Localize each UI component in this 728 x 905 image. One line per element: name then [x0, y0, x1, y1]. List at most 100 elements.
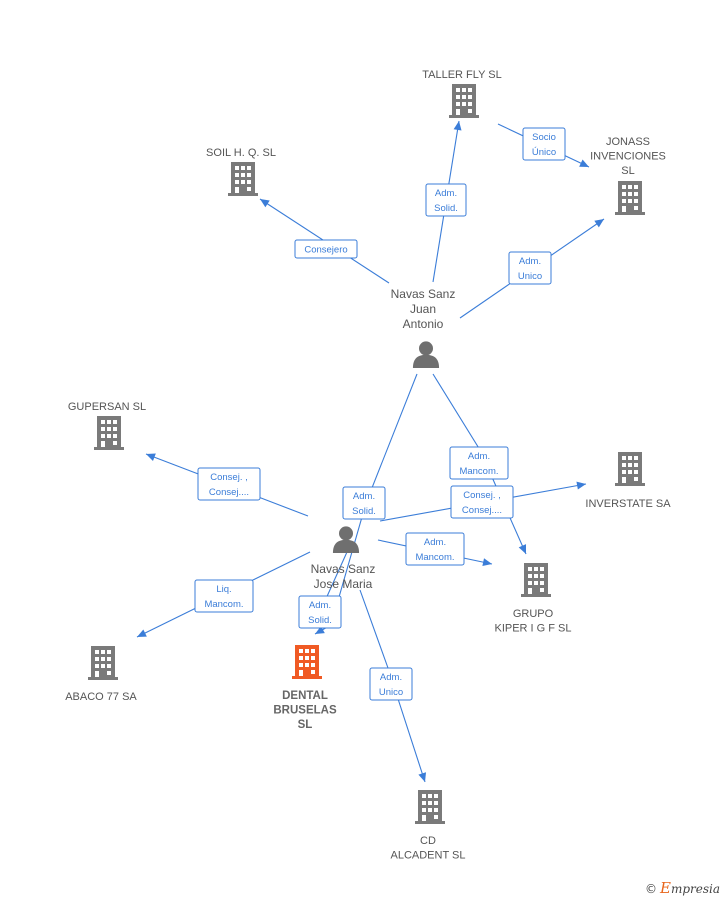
- node-taller[interactable]: TALLER FLY SL: [422, 69, 502, 118]
- edge-label-text: Socio: [532, 132, 556, 143]
- arrow-head: [594, 219, 604, 228]
- edge-label[interactable]: Adm. Mancom.: [405, 532, 465, 566]
- arrow-head: [260, 199, 270, 208]
- node-label: Antonio: [403, 317, 444, 331]
- edge-label[interactable]: Adm.Unico: [508, 251, 552, 285]
- edge-label-text: Liq.: [216, 584, 231, 595]
- arrow-head: [137, 629, 147, 637]
- edge-label[interactable]: Adm.Solid.: [425, 183, 467, 217]
- brand-name: mpresia: [670, 882, 720, 896]
- node-label: INVERSTATE SA: [585, 498, 671, 510]
- edge-label-text: Solid.: [308, 615, 332, 626]
- edge-label-text: Mancom.: [415, 552, 454, 563]
- node-label: KIPER I G F SL: [494, 623, 571, 635]
- edge-label-text: Adm.: [468, 451, 490, 462]
- arrow-head: [579, 159, 589, 167]
- edge-label-box: [298, 595, 342, 629]
- arrow-head: [482, 558, 492, 567]
- edge-label[interactable]: Adm. Mancom.: [449, 446, 509, 480]
- edge-label[interactable]: Adm. Solid.: [298, 595, 342, 629]
- edge-label-text: Adm.: [424, 537, 446, 548]
- node-abaco[interactable]: ABACO 77 SA: [65, 646, 137, 703]
- node-label: SL: [621, 165, 634, 177]
- brand-watermark: ©Empresia: [645, 879, 720, 897]
- building-icon: [615, 181, 645, 215]
- edge-label[interactable]: Consejero: [294, 239, 358, 259]
- building-icon: [521, 563, 551, 597]
- edge-label-text: Mancom.: [204, 599, 243, 610]
- arrow-head: [518, 544, 527, 554]
- arrow-head: [315, 626, 325, 634]
- edge-label[interactable]: Consej. ,Consej....: [197, 467, 261, 501]
- building-icon: [449, 84, 479, 118]
- edge-label-box: [194, 579, 254, 613]
- node-label: Jose Maria: [314, 577, 373, 591]
- building-icon: [228, 162, 258, 196]
- arrow-head: [576, 481, 586, 490]
- edge-label-box: [450, 485, 514, 519]
- edge-label-box: [197, 467, 261, 501]
- edge-label[interactable]: Liq. Mancom.: [194, 579, 254, 613]
- node-soil[interactable]: SOIL H. Q. SL: [206, 147, 276, 196]
- edge-label-text: Adm.: [309, 600, 331, 611]
- edge-label-text: Adm.: [435, 188, 457, 199]
- node-cd[interactable]: CD ALCADENT SL: [391, 790, 466, 862]
- node-gupersan[interactable]: GUPERSAN SL: [68, 401, 146, 450]
- edge-labels-layer: Adm.Solid.SocioÚnicoConsejeroAdm.UnicoAd…: [194, 127, 566, 701]
- node-label: JONASS: [606, 136, 650, 148]
- edge-label[interactable]: Consej. , Consej....: [450, 485, 514, 519]
- node-label: GRUPO: [513, 608, 554, 620]
- building-icon: [292, 645, 322, 679]
- node-inverstate[interactable]: INVERSTATE SA: [585, 452, 671, 510]
- edge-label-text: Unico: [379, 687, 403, 698]
- edge-label-text: Adm.: [353, 491, 375, 502]
- building-icon: [415, 790, 445, 824]
- edge-label-box: [405, 532, 465, 566]
- node-label: CD: [420, 835, 436, 847]
- edge-label-text: Adm.: [519, 256, 541, 267]
- edge-label[interactable]: Adm. Solid.: [342, 486, 386, 520]
- edge-label-box: [342, 486, 386, 520]
- node-label: ABACO 77 SA: [65, 691, 137, 703]
- node-label: Navas Sanz: [311, 562, 376, 576]
- node-grupo[interactable]: GRUPO KIPER I G F SL: [494, 563, 572, 635]
- person-icon: [412, 341, 440, 368]
- edge-label-box: [369, 667, 413, 701]
- edge-label-text: Consej. ,: [210, 472, 248, 483]
- brand-initial: E: [659, 879, 671, 897]
- edge-label-text: Consej. ,: [463, 490, 501, 501]
- edge-label-text: Adm.: [380, 672, 402, 683]
- edge-label[interactable]: Adm. Unico: [369, 667, 413, 701]
- arrow-head: [418, 772, 427, 782]
- node-label: DENTAL: [282, 690, 328, 702]
- arrow-head: [453, 121, 462, 131]
- building-icon: [615, 452, 645, 486]
- edge-label-box: [425, 183, 467, 217]
- edge-line: [314, 373, 418, 635]
- edge-label-text: Solid.: [352, 506, 376, 517]
- edge-label-text: Mancom.: [459, 466, 498, 477]
- node-label: GUPERSAN SL: [68, 401, 146, 413]
- arrow-head: [146, 453, 156, 461]
- node-label: TALLER FLY SL: [422, 69, 501, 81]
- edge-label-text: Consejero: [304, 245, 347, 256]
- edge-label-box: [294, 239, 358, 259]
- node-label: Navas Sanz: [391, 287, 456, 301]
- node-label: SOIL H. Q. SL: [206, 147, 276, 159]
- copyright-symbol: ©: [644, 882, 657, 896]
- edge-label-text: Consej....: [462, 505, 502, 516]
- edge-label-box: [508, 251, 552, 285]
- node-label: ALCADENT SL: [391, 850, 466, 862]
- edge-label-text: Único: [532, 147, 556, 158]
- edge-navasjuan-to-dental: [314, 373, 418, 635]
- building-icon: [88, 646, 118, 680]
- building-icon: [94, 416, 124, 450]
- node-label: SL: [298, 719, 313, 731]
